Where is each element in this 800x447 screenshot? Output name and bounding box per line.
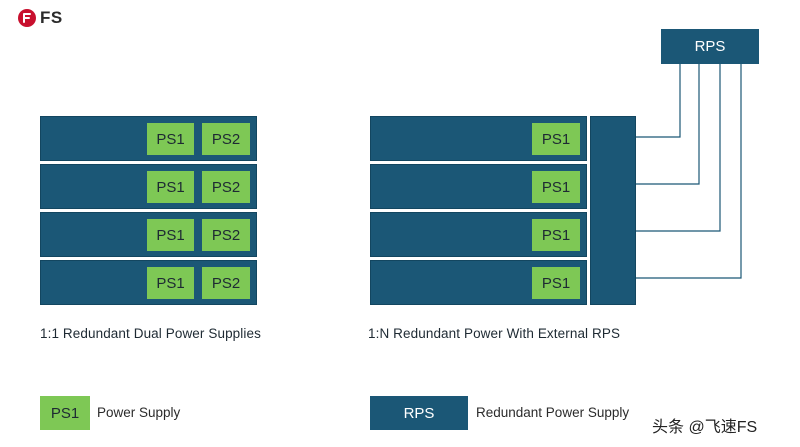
legend-ps-text: Power Supply xyxy=(97,405,181,420)
power-supply-2: PS2 xyxy=(202,267,250,299)
switch-unit: PS1 PS2 xyxy=(40,164,257,209)
legend-ps-swatch: PS1 xyxy=(40,396,90,430)
power-supply-1: PS1 xyxy=(532,171,580,203)
power-supply-2: PS2 xyxy=(202,219,250,251)
rps-link-2 xyxy=(636,64,700,185)
fs-logo-icon xyxy=(18,9,36,27)
fs-logo: FS xyxy=(18,8,63,28)
rps-unit: RPS xyxy=(661,29,759,64)
fs-logo-text: FS xyxy=(40,8,63,27)
switch-unit: PS1 PS2 xyxy=(40,260,257,305)
switch-unit: PS1 PS2 xyxy=(40,212,257,257)
power-supply-1: PS1 xyxy=(532,267,580,299)
switch-unit: PS1 xyxy=(370,164,587,209)
left-diagram-caption: 1:1 Redundant Dual Power Supplies xyxy=(40,326,261,341)
watermark-text: 头条 @飞速FS xyxy=(652,419,758,436)
power-supply-1: PS1 xyxy=(532,219,580,251)
rps-link-3 xyxy=(636,64,721,232)
rps-link-4 xyxy=(636,64,742,279)
power-supply-1: PS1 xyxy=(147,171,194,203)
legend-rps-swatch: RPS xyxy=(370,396,468,430)
power-supply-1: PS1 xyxy=(532,123,580,155)
power-supply-1: PS1 xyxy=(147,219,194,251)
switch-unit: PS1 xyxy=(370,260,587,305)
power-supply-1: PS1 xyxy=(147,123,194,155)
legend-rps-text: Redundant Power Supply xyxy=(476,405,630,420)
right-diagram-caption: 1:N Redundant Power With External RPS xyxy=(368,326,621,341)
switch-unit: PS1 PS2 xyxy=(40,116,257,161)
rps-link-1 xyxy=(636,64,681,138)
switch-unit: PS1 xyxy=(370,212,587,257)
power-supply-1: PS1 xyxy=(147,267,194,299)
power-supply-2: PS2 xyxy=(202,123,250,155)
power-supply-2: PS2 xyxy=(202,171,250,203)
switch-unit: PS1 xyxy=(370,116,587,161)
rps-backplane-bar xyxy=(590,116,636,305)
